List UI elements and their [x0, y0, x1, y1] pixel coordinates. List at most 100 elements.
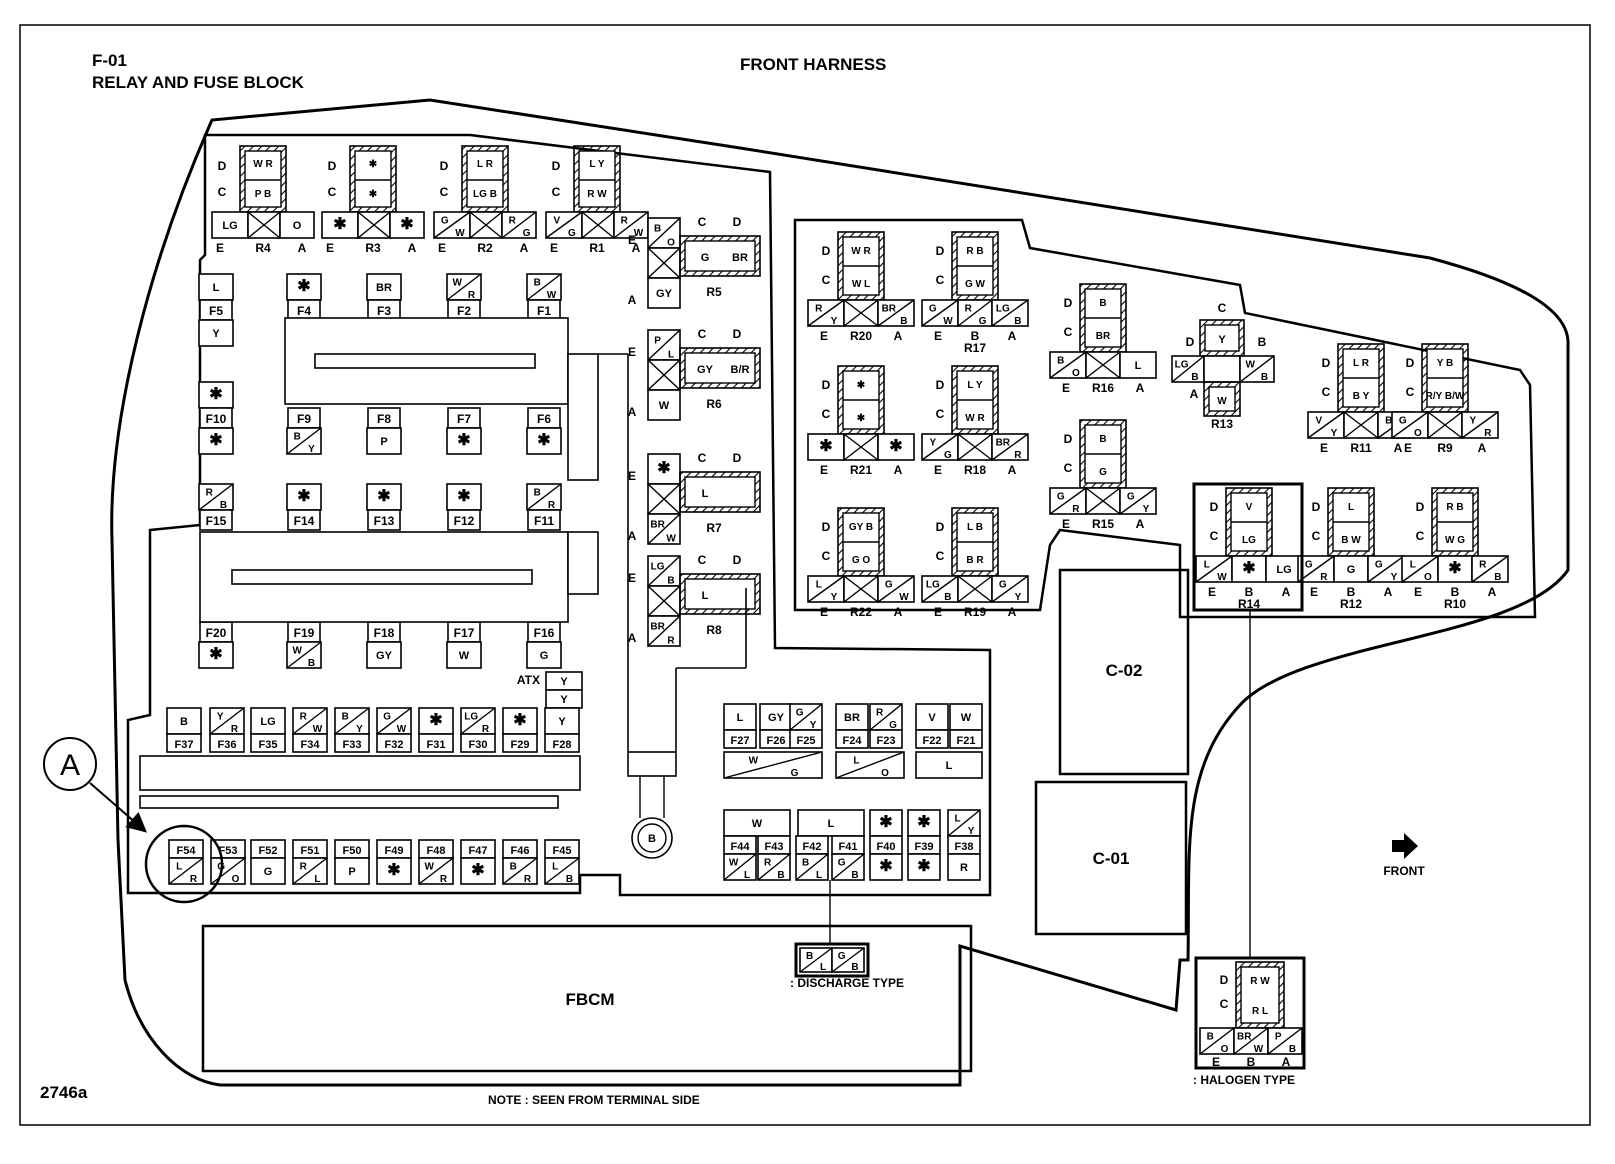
fuse-F10-top: [198, 381, 234, 409]
relay-term-e: E: [1212, 1055, 1220, 1069]
relay-term-c: C: [822, 273, 831, 287]
fuse-F40-bottom-value: ✱: [879, 858, 892, 875]
relay-R13-center: [1203, 355, 1241, 383]
fuse-F26-name: F26: [767, 735, 786, 747]
fuse-F48-name: F48: [427, 845, 446, 857]
relay-term-e: E: [1310, 585, 1318, 599]
round-terminal-label: B: [648, 833, 656, 845]
relay-R13-lg-split: [1171, 355, 1205, 383]
fuse-f27-f25-bottom-value-a: W: [749, 756, 759, 767]
fuse-F11-top-split: [526, 483, 562, 511]
relay-R17-name: R17: [964, 341, 986, 355]
relay-R18-a-value-b: R: [1014, 450, 1022, 461]
relay-term-c: C: [1406, 385, 1415, 399]
fuse-carrier-side: [567, 353, 599, 481]
fuse-F42-bottom-split: [795, 853, 829, 881]
fuse-F33-top-split: [334, 707, 370, 735]
fuse-F53-name: F53: [219, 845, 238, 857]
relay-term-e: E: [1062, 381, 1070, 395]
fuse-F25-body: [789, 729, 823, 749]
relay-term-a: A: [632, 241, 641, 255]
relay-R2-a-value-b: G: [523, 228, 531, 239]
relay-R14-e-value-b: W: [1217, 572, 1227, 583]
fuse-F42-name: F42: [803, 841, 822, 853]
fuse-F22-top: [915, 703, 949, 731]
fuse-F6-name: F6: [537, 412, 551, 426]
relay-R19-name: R19: [964, 605, 986, 619]
fuse-F12-top-value: ✱: [457, 488, 470, 505]
fuse-F9-bottom-value-b: Y: [308, 444, 315, 455]
relay-R12-c: B W: [1341, 535, 1361, 546]
discharge-cell-2-value-b: B: [851, 962, 858, 973]
fuse-F18-bottom-value: GY: [376, 650, 393, 662]
fuse-F37-name: F37: [175, 739, 194, 751]
relay-term-a: A: [628, 631, 637, 645]
block-name: RELAY AND FUSE BLOCK: [92, 73, 305, 92]
front-arrow-icon: [1392, 833, 1418, 859]
relay-R6-contact-inner: [684, 352, 756, 384]
fuse-f24-f23-bottom-split: [835, 751, 905, 779]
fuse-enclosure: [126, 133, 992, 897]
fuse-F44-bottom-value-a: W: [729, 858, 739, 869]
fuse-F3-top: [366, 273, 402, 301]
fuse-F2-top-value-a: W: [452, 278, 462, 289]
relay-R3-coil-inner: [354, 150, 392, 208]
fuse-F37-body: [166, 733, 202, 753]
fuse-F13-body: [367, 509, 401, 531]
relay-term-d: D: [328, 159, 337, 173]
relay-term-c: C: [1416, 529, 1425, 543]
c02-connector: [1058, 568, 1190, 776]
relay-R11-c: B Y: [1353, 391, 1370, 402]
fuse-F17-name: F17: [454, 626, 475, 640]
relay-term-a: A: [1008, 329, 1017, 343]
relay-term-e: E: [1208, 585, 1216, 599]
fuse-F23-body: [869, 729, 903, 749]
relay-term-c: C: [822, 407, 831, 421]
relay-R22-a-value-a: G: [885, 580, 893, 591]
relay-R8-a-value-b: R: [667, 636, 675, 647]
relay-R3-a-value: ✱: [400, 216, 413, 233]
fuse-F24-name: F24: [843, 735, 863, 747]
callout-arrow: [89, 782, 148, 833]
fuse-F47-bottom: [460, 857, 496, 885]
relay-R19-e-value-a: LG: [926, 580, 940, 591]
relay-R5-d: BR: [732, 252, 748, 264]
relay-R17-a-value-a: LG: [996, 304, 1010, 315]
fuse-F25-top-value-b: Y: [810, 720, 817, 731]
relay-term-e: E: [326, 241, 334, 255]
relay-R21-d: ✱: [857, 380, 866, 391]
fuse-F32-top-value-a: G: [383, 712, 391, 723]
relay-R6-e-split: [647, 329, 681, 361]
relay-R4-a: [279, 211, 315, 239]
relay-R11-e-value-b: Y: [1331, 428, 1338, 439]
relay-term-c: C: [328, 185, 337, 199]
relay-term-a: A: [1394, 441, 1403, 455]
relay-R12-name: R12: [1340, 597, 1362, 611]
relay-R17-b-value-b: G: [979, 316, 987, 327]
fuse-F7-bottom: [446, 427, 482, 455]
relay-R19-d: L B: [967, 522, 983, 533]
relay-term-a: A: [1136, 381, 1145, 395]
relay-R22-d: GY B: [849, 522, 873, 533]
fuse-F27-name: F27: [731, 735, 750, 747]
relay-R15-a-value-a: G: [1127, 492, 1135, 503]
relay-R17-e-split: [921, 299, 959, 327]
relay-R12-a-value-a: G: [1375, 560, 1383, 571]
discharge-cell-2-split: [831, 947, 865, 973]
relay-R11-e-split: [1307, 411, 1345, 439]
fuse-F39-name: F39: [915, 841, 934, 853]
fuse-carrier-row5-slot: [139, 795, 559, 809]
relay-R19-a-value-b: Y: [1015, 592, 1022, 603]
fuse-F27-body: [723, 729, 757, 749]
relay-term-d: D: [1064, 432, 1073, 446]
fuse-F23-top-split: [869, 703, 903, 731]
relay-R16-d: B: [1099, 298, 1106, 309]
connector-id: F-01: [92, 51, 127, 70]
fuse-F23-top-value-a: R: [876, 708, 884, 719]
relay-R7-a-value-b: W: [666, 534, 676, 545]
relay-R2-a-value-a: R: [509, 216, 517, 227]
fuse-F25-top-split: [789, 703, 823, 731]
relay-term-b: B: [1347, 585, 1356, 599]
relay-R5-e-value-b: O: [667, 238, 675, 249]
fuse-F29-top-value: ✱: [513, 712, 526, 729]
